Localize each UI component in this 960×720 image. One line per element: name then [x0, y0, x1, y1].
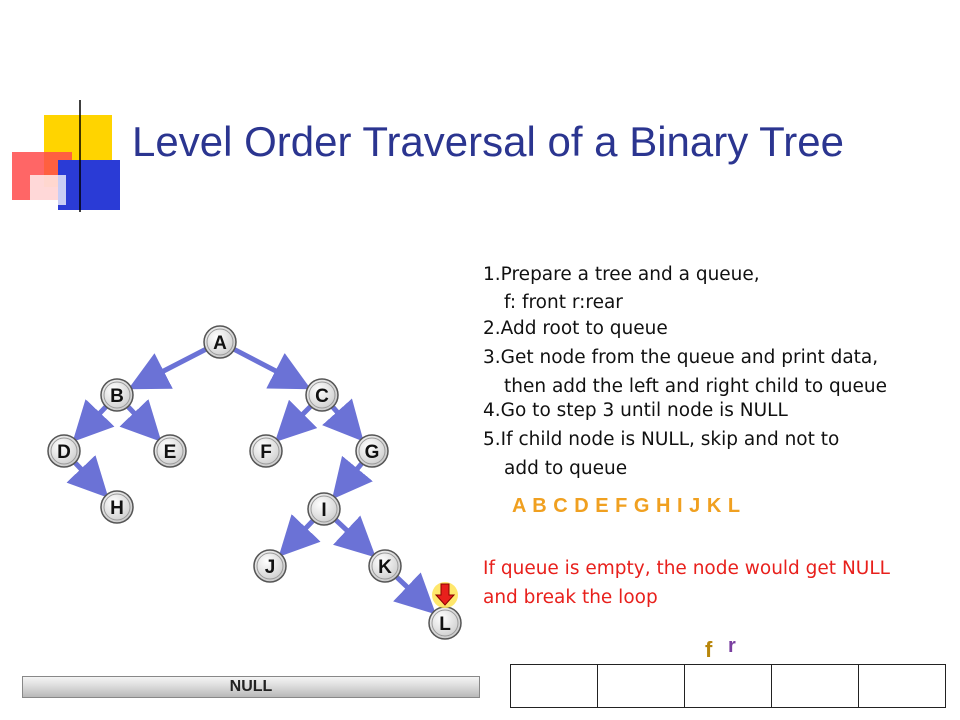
queue-cell — [511, 665, 598, 707]
tree-node-label: H — [110, 498, 124, 519]
empty-queue-note-line-2: and break the loop — [483, 587, 658, 608]
down-arrow-icon — [432, 582, 458, 608]
step-3-detail: then add the left and right child to que… — [504, 376, 887, 397]
queue-cell — [685, 665, 772, 707]
page-title: Level Order Traversal of a Binary Tree — [132, 118, 844, 165]
tree-node-label: J — [265, 557, 276, 578]
edge-c-g — [322, 398, 364, 442]
title-decoration — [12, 100, 900, 212]
step-5: 5.If child node is NULL, skip and not to — [483, 429, 840, 450]
edge-c-f — [274, 399, 318, 443]
edge-k-l — [393, 572, 436, 615]
tree-node-b: B — [100, 378, 134, 412]
tree-node-label: E — [164, 442, 177, 463]
edge-b-d — [72, 399, 115, 442]
queue-array — [510, 664, 946, 708]
edge-i-k — [332, 515, 376, 558]
edge-a-b — [128, 347, 208, 390]
tree-node-l: L — [428, 606, 462, 640]
tree-node-label: I — [321, 500, 326, 521]
queue-cell — [772, 665, 859, 707]
tree-node-i: I — [307, 492, 341, 526]
edge-a-c — [232, 347, 311, 390]
tree-node-e: E — [153, 434, 187, 468]
edge-d-h — [66, 455, 109, 498]
tree-node-label: D — [57, 442, 71, 463]
tree-node-label: F — [260, 442, 272, 463]
tree-node-label: G — [365, 442, 380, 463]
step-1: 1.Prepare a tree and a queue, — [483, 264, 760, 285]
step-4: 4.Go to step 3 until node is NULL — [483, 400, 788, 421]
queue-front-pointer: f — [705, 637, 713, 662]
step-5-detail: add to queue — [504, 458, 628, 479]
tree-node-k: K — [368, 549, 402, 583]
step-3: 3.Get node from the queue and print data… — [483, 347, 879, 368]
traversal-output: A B C D E F G H I J K L — [512, 495, 741, 517]
tree-node-label: B — [110, 386, 124, 407]
tree-node-h: H — [100, 490, 134, 524]
empty-queue-note-line-1: If queue is empty, the node would get NU… — [483, 558, 890, 579]
tree-node-label: L — [439, 614, 451, 635]
queue-rear-pointer: r — [728, 635, 736, 657]
edge-i-j — [278, 514, 321, 557]
step-1-detail: f: front r:rear — [504, 292, 623, 313]
null-indicator: NULL — [22, 676, 480, 698]
step-2: 2.Add root to queue — [483, 318, 668, 339]
tree-node-label: K — [378, 557, 392, 578]
binary-tree-diagram: A B C D E F G H I J K L — [47, 325, 462, 640]
tree-node-label: A — [213, 333, 227, 354]
queue-cell — [598, 665, 685, 707]
tree-node-c: C — [305, 378, 339, 412]
blue-square — [58, 160, 120, 210]
edge-g-i — [331, 455, 373, 500]
tree-node-d: D — [47, 434, 81, 468]
tree-node-j: J — [253, 549, 287, 583]
queue-cell — [859, 665, 945, 707]
edge-b-e — [119, 399, 162, 442]
tree-node-a: A — [203, 325, 237, 359]
tree-node-g: G — [355, 434, 389, 468]
tree-node-label: C — [315, 386, 329, 407]
tree-node-f: F — [249, 434, 283, 468]
